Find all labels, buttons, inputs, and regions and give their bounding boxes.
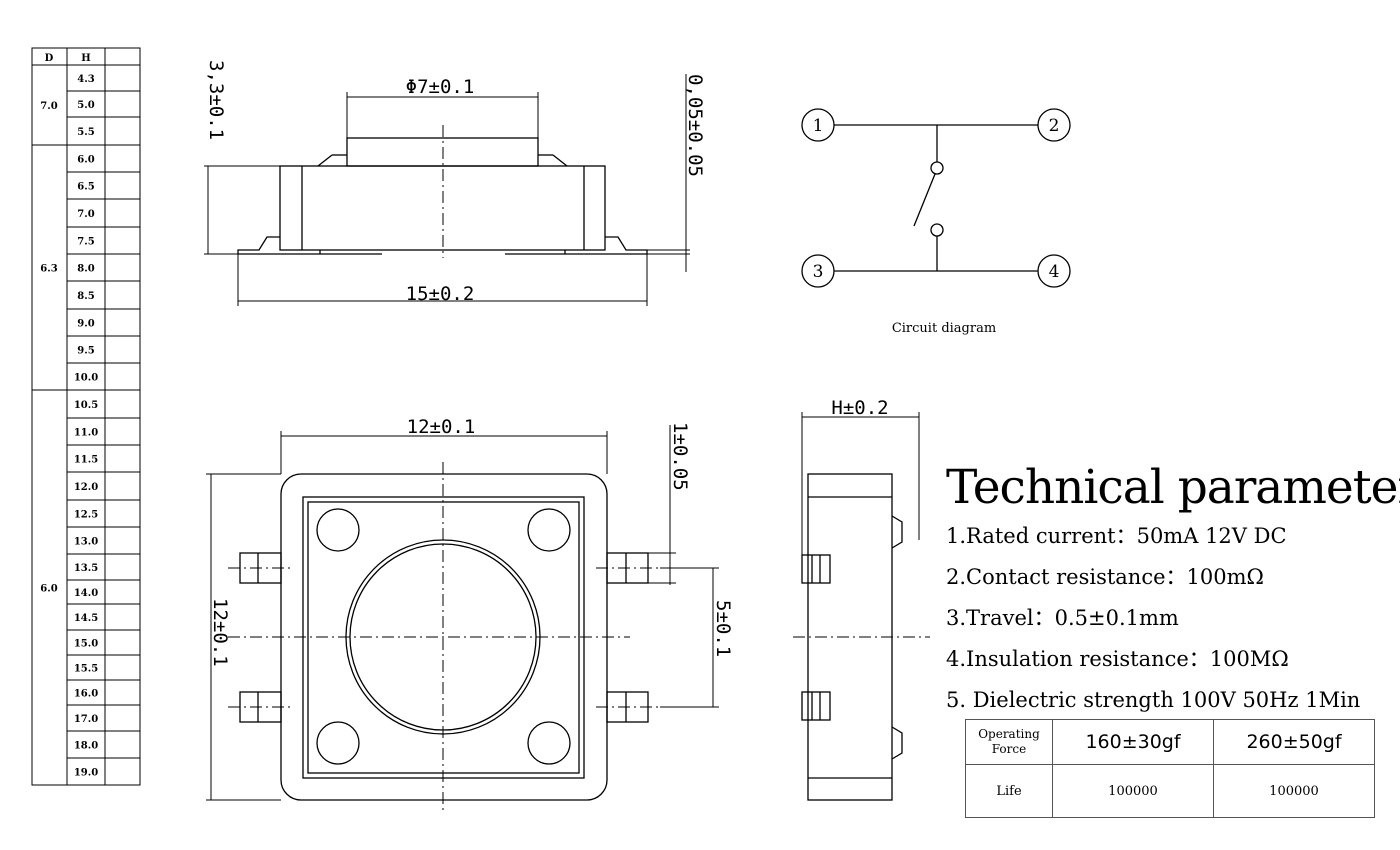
profile-view (801, 473, 903, 801)
dh-h-value: 8.5 (77, 291, 94, 302)
dim-plunger-diameter: Φ7±0.1 (406, 76, 475, 98)
dh-h-value: 15.0 (74, 639, 98, 650)
dim-body-height-top: 12±0.1 (209, 598, 231, 667)
technical-title: Technical parameter (946, 460, 1400, 515)
profile-view-dims (793, 412, 930, 638)
dh-d-value: 6.3 (40, 264, 57, 275)
dh-h-value: 13.5 (74, 563, 98, 574)
dh-d-value: 6.0 (40, 584, 57, 595)
dh-h-value: 5.5 (77, 127, 94, 138)
dh-h-value: 5.0 (77, 100, 94, 111)
dh-h-value: 10.0 (74, 373, 98, 384)
dh-h-value: 13.0 (74, 537, 98, 548)
param-dielectric-strength: 5. Dielectric strength 100V 50Hz 1Min (946, 688, 1361, 712)
dh-h-value: 12.5 (74, 510, 98, 521)
spec-label-operating: Operating (978, 727, 1040, 741)
dh-h-value: 18.0 (74, 741, 98, 752)
dim-body-width: 12±0.1 (407, 416, 476, 438)
circuit-caption: Circuit diagram (892, 321, 996, 336)
circuit-diagram (801, 108, 1071, 288)
dh-h-value: 9.5 (77, 346, 94, 357)
spec-table: Operating Force 160±30gf 260±50gf Life 1… (965, 719, 1375, 818)
spec-label-force-word: Force (991, 742, 1027, 756)
dh-h-value: 10.5 (74, 400, 98, 411)
param-rated-current: 1.Rated current：50mA 12V DC (946, 524, 1287, 548)
dh-header-d: D (45, 53, 54, 64)
dh-h-value: 14.5 (74, 613, 98, 624)
dim-pin-width: 1±0.05 (669, 422, 691, 491)
spec-label-force: Operating Force (965, 719, 1053, 765)
spec-life-b: 100000 (1213, 764, 1375, 818)
top-view-dims (206, 425, 719, 812)
dh-rows: 4.3 5.0 5.5 7.0 6.0 6.5 7.0 7.5 8.0 8.5 9.0 9.5 10.0… (32, 74, 140, 786)
dh-h-value: 14.0 (74, 588, 98, 599)
param-insulation-resistance: 4.Insulation resistance：100MΩ (946, 647, 1289, 671)
spec-row-force: Operating Force 160±30gf 260±50gf (965, 719, 1375, 765)
dh-h-value: 7.0 (77, 209, 94, 220)
dim-body-height: 3,3±0.1 (205, 60, 227, 140)
spec-force-a: 160±30gf (1052, 719, 1214, 765)
technical-parameters: Technical parameter 1.Rated current：50mA… (946, 460, 1400, 721)
spec-force-b: 260±50gf (1213, 719, 1375, 765)
dh-header-h: H (81, 53, 90, 64)
dh-h-value: 16.0 (74, 689, 98, 700)
dh-h-value: 6.0 (77, 155, 94, 166)
circuit-pin-4: 4 (1049, 262, 1060, 282)
spec-row-life: Life 100000 100000 (965, 764, 1375, 818)
dh-h-value: 11.0 (74, 428, 98, 439)
dh-h-value: 6.5 (77, 182, 94, 193)
dh-d-value: 7.0 (40, 101, 57, 112)
dh-h-value: 9.0 (77, 319, 94, 330)
dh-h-value: 12.0 (74, 482, 98, 493)
circuit-pin-3: 3 (813, 262, 824, 282)
circuit-pin-1: 1 (813, 116, 824, 136)
dh-h-value: 11.5 (74, 455, 98, 466)
side-view-dims (204, 74, 690, 306)
dh-h-value: 4.3 (77, 74, 94, 85)
param-travel: 3.Travel：0.5±0.1mm (946, 606, 1179, 630)
param-contact-resistance: 2.Contact resistance：100mΩ (946, 565, 1264, 589)
spec-life-a: 100000 (1052, 764, 1214, 818)
side-view (237, 137, 648, 255)
dim-lead-offset: 0,05±0.05 (684, 74, 706, 177)
dh-h-value: 7.5 (77, 237, 94, 248)
dim-total-width: 15±0.2 (406, 283, 475, 305)
dh-h-value: 8.0 (77, 264, 94, 275)
circuit-pin-2: 2 (1049, 116, 1060, 136)
dh-h-value: 17.0 (74, 714, 98, 725)
dh-h-value: 19.0 (74, 768, 98, 779)
dh-h-value: 15.5 (74, 664, 98, 675)
dim-pin-pitch: 5±0.1 (712, 600, 734, 657)
spec-label-life: Life (965, 764, 1053, 818)
dim-h: H±0.2 (831, 397, 888, 419)
